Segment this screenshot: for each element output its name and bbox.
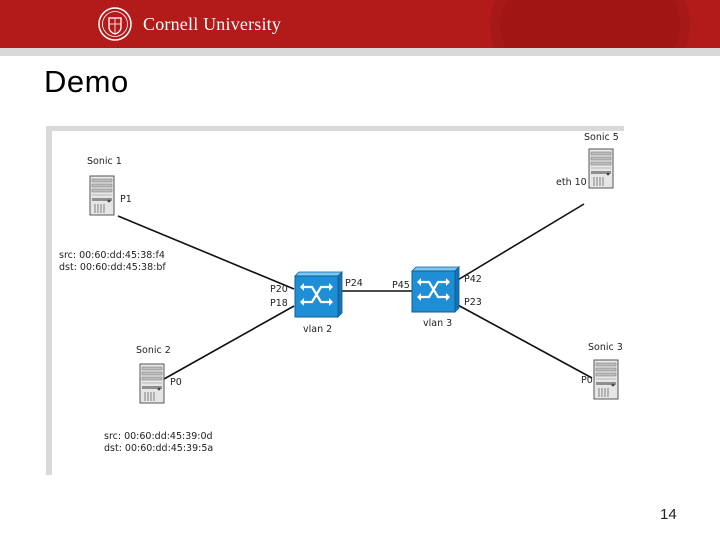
university-name: Cornell University	[143, 14, 282, 34]
switch-vlan2-port-p24: P24	[345, 278, 363, 289]
host-sonic2-dst: dst: 00:60:dd:45:39:5a	[104, 443, 213, 454]
header-divider	[0, 48, 720, 56]
page-number: 14	[660, 506, 677, 523]
network-diagram: Sonic 1 P1 src: 00:60:dd:45:38:f4 dst: 0…	[46, 126, 624, 475]
host-sonic3-server-icon	[593, 359, 619, 400]
host-sonic2-server-icon	[139, 363, 165, 404]
banner-seal-watermark	[500, 0, 680, 48]
host-sonic1-port: P1	[120, 194, 132, 205]
switch-vlan3-port-p23: P23	[464, 297, 482, 308]
diagram-top-border	[46, 126, 624, 131]
switch-vlan2-port-p20: P20	[270, 284, 288, 295]
link-sonic2-vlan2	[163, 305, 295, 380]
host-sonic1-server-icon	[89, 175, 115, 216]
host-sonic3-label: Sonic 3	[588, 342, 623, 353]
host-sonic2-port: P0	[170, 377, 182, 388]
host-sonic1-label: Sonic 1	[87, 156, 122, 167]
switch-vlan2-port-p18: P18	[270, 298, 288, 309]
host-sonic5-port: eth 10	[556, 177, 587, 188]
switch-vlan2-label: vlan 2	[303, 324, 332, 335]
host-sonic2-src: src: 00:60:dd:45:39:0d	[104, 431, 213, 442]
host-sonic1-dst: dst: 00:60:dd:45:38:bf	[59, 262, 166, 273]
link-vlan3-sonic3	[455, 303, 593, 379]
switch-vlan3-label: vlan 3	[423, 318, 452, 329]
host-sonic2-label: Sonic 2	[136, 345, 171, 356]
header-banner: Cornell University	[0, 0, 720, 48]
host-sonic5-label: Sonic 5	[584, 132, 619, 143]
cornell-seal-logo	[98, 7, 132, 41]
link-vlan3-sonic5	[455, 203, 585, 282]
switch-vlan2-icon	[293, 270, 344, 319]
switch-vlan3-port-p42: P42	[464, 274, 482, 285]
slide-title: Demo	[44, 64, 129, 99]
switch-vlan3-port-p45: P45	[392, 280, 410, 291]
host-sonic5-server-icon	[588, 148, 614, 189]
switch-vlan3-icon	[410, 265, 461, 314]
diagram-left-border	[46, 126, 52, 475]
host-sonic3-port: P0	[581, 375, 593, 386]
link-sonic1-vlan2	[117, 215, 295, 290]
host-sonic1-src: src: 00:60:dd:45:38:f4	[59, 250, 165, 261]
